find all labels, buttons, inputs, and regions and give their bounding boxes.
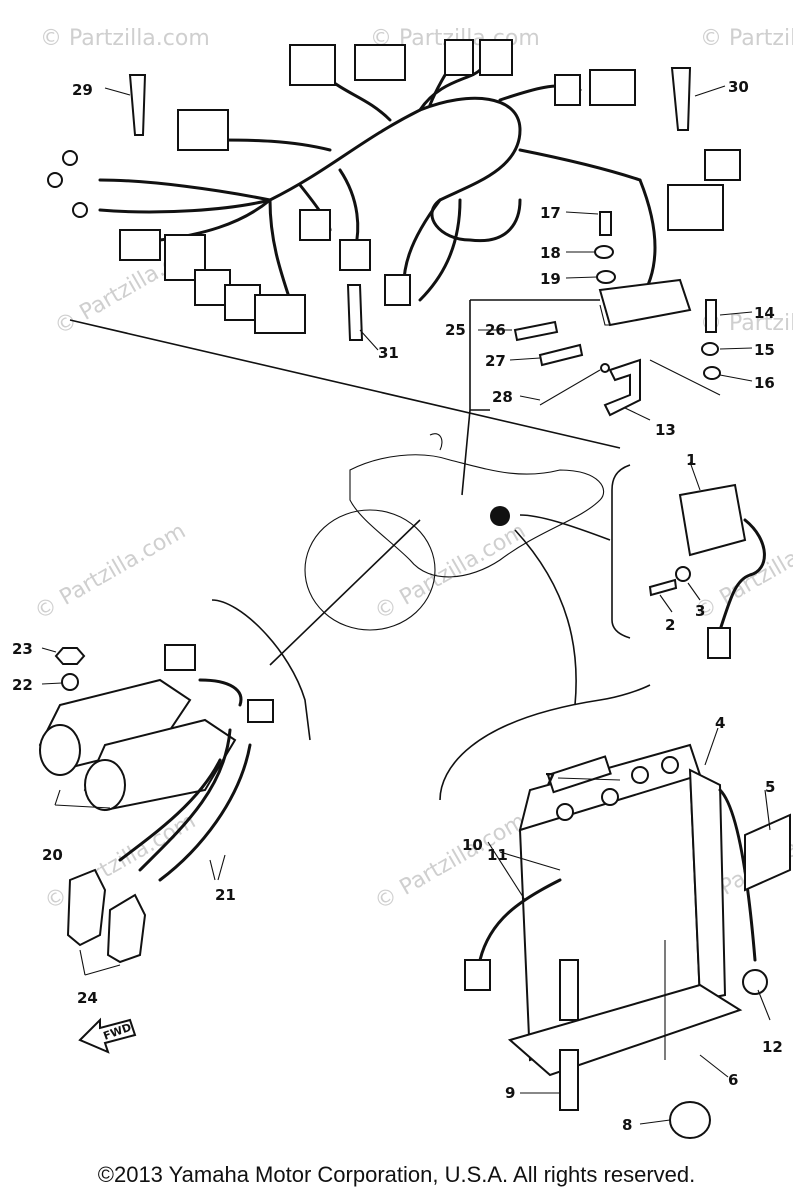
- bracket-part-13: [603, 358, 641, 417]
- fuse-box: [598, 278, 692, 327]
- callout-18: 18: [540, 244, 561, 262]
- copyright-notice: ©2013 Yamaha Motor Corporation, U.S.A. A…: [97, 1162, 696, 1187]
- callout-20: 20: [42, 846, 63, 864]
- callout-16: 16: [754, 374, 775, 392]
- callout-2: 2: [665, 616, 675, 634]
- callout-22: 22: [12, 676, 33, 694]
- fwd-arrow: FWD: [78, 1017, 137, 1054]
- callout-1: 1: [686, 451, 696, 469]
- callout-25: 25: [445, 321, 466, 339]
- callout-30: 30: [728, 78, 749, 96]
- callout-10: 10: [462, 836, 483, 854]
- callout-27: 27: [485, 352, 506, 370]
- watermark: © Partzilla.com: [700, 26, 793, 51]
- watermark: © Partzilla.com: [41, 809, 201, 916]
- leader-lines: [104, 85, 771, 1125]
- callout-14: 14: [754, 304, 775, 322]
- callout-12: 12: [762, 1038, 783, 1056]
- parts-diagram: © Partzilla.com © Partzilla.com © Partzi…: [12, 26, 793, 1139]
- motorcycle-outline: [304, 409, 611, 631]
- callout-6: 6: [728, 1071, 738, 1089]
- watermark: © Partzilla.com: [40, 26, 210, 51]
- callout-31: 31: [378, 344, 399, 362]
- callout-labels: 1 2 3 4 5 6 7 8 9 10 11 12 13 14 15 16 1…: [12, 78, 783, 1134]
- callout-15: 15: [754, 341, 775, 359]
- watermark: © Partzilla.com: [31, 519, 191, 626]
- callout-8: 8: [622, 1116, 632, 1134]
- callout-26: 26: [485, 321, 506, 339]
- callout-9: 9: [505, 1084, 515, 1102]
- callout-23: 23: [12, 640, 33, 658]
- band-part-29: [128, 74, 147, 136]
- callout-4: 4: [715, 714, 725, 732]
- watermark: © Partzilla.com: [371, 519, 531, 626]
- band-part-30: [670, 67, 692, 131]
- callout-7: 7: [545, 770, 555, 788]
- relay-part-1: [678, 483, 747, 557]
- callout-11: 11: [487, 846, 508, 864]
- battery: [464, 743, 791, 1139]
- connectors: [47, 39, 741, 334]
- callout-5: 5: [765, 778, 775, 796]
- callout-28: 28: [492, 388, 513, 406]
- callout-24: 24: [77, 989, 98, 1007]
- callout-13: 13: [655, 421, 676, 439]
- callout-17: 17: [540, 204, 561, 222]
- callout-3: 3: [695, 602, 705, 620]
- ignition-coils: [38, 644, 274, 964]
- band-part-31: [346, 284, 364, 341]
- callout-21: 21: [215, 886, 236, 904]
- callout-19: 19: [540, 270, 561, 288]
- callout-29: 29: [72, 81, 93, 99]
